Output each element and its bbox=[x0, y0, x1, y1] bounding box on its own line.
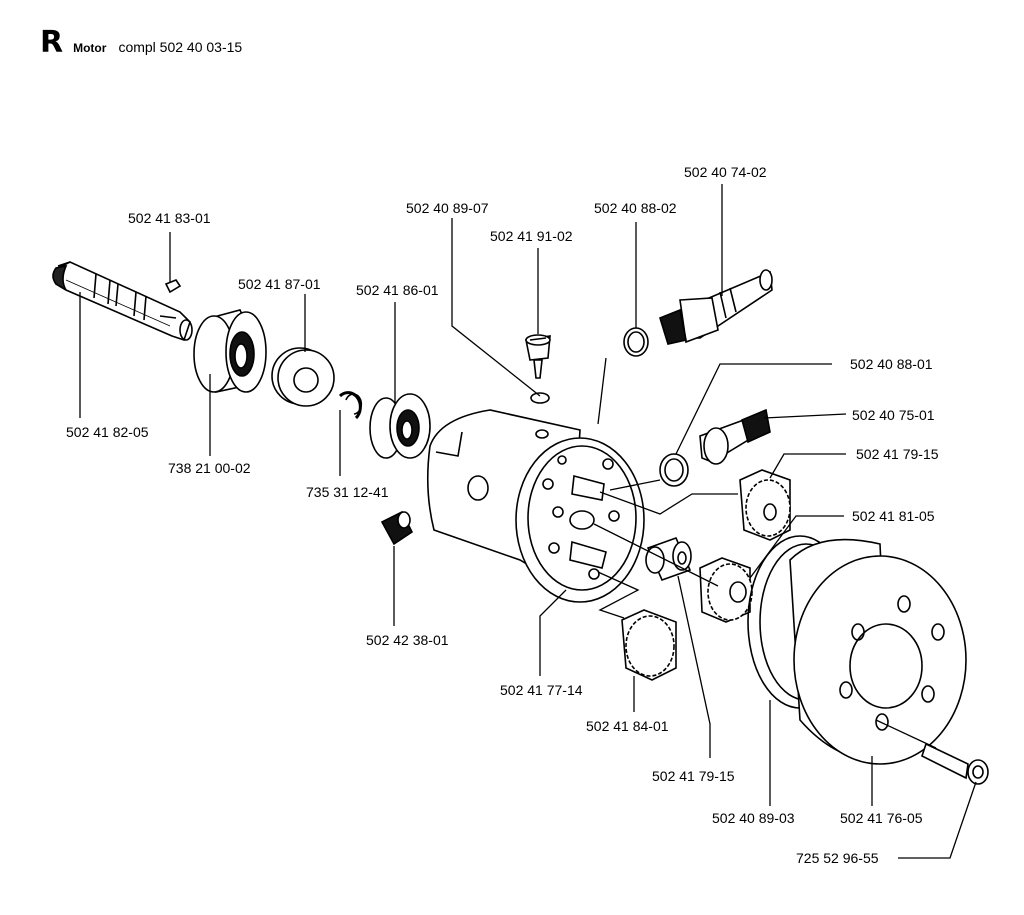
bolt-drawing bbox=[921, 742, 989, 785]
section-letter: R bbox=[40, 25, 64, 60]
part-label-set-screw: 502 42 38-01 bbox=[366, 632, 449, 648]
leader-nipple-short bbox=[763, 413, 847, 419]
part-label-cover: 502 41 76-05 bbox=[840, 810, 923, 826]
part-label-oring-top: 502 40 88-02 bbox=[594, 200, 677, 216]
leader-gear-upper-1 bbox=[599, 491, 738, 515]
oring-top-drawing bbox=[623, 327, 649, 357]
nipple-long-drawing bbox=[659, 269, 773, 345]
part-label-gasket: 502 40 89-03 bbox=[712, 810, 795, 826]
part-label-housing: 502 41 77-14 bbox=[500, 682, 583, 698]
part-label-bearing-large: 738 21 00-02 bbox=[168, 460, 251, 476]
washer-drawing bbox=[271, 347, 335, 407]
part-label-bearing-small: 502 41 86-01 bbox=[356, 282, 439, 298]
leader-housing-tab bbox=[597, 357, 607, 425]
part-label-washer: 502 41 87-01 bbox=[238, 276, 321, 292]
leader-gear-middle-2 bbox=[593, 523, 719, 587]
part-label-gear-lower: 502 41 84-01 bbox=[586, 718, 669, 734]
part-label-shaft: 502 41 82-05 bbox=[66, 424, 149, 440]
plug-screw-drawing bbox=[525, 334, 551, 379]
oring-small-drawing bbox=[530, 392, 550, 404]
leader-bushing bbox=[677, 575, 711, 758]
circlip-drawing bbox=[338, 391, 363, 420]
leader-bolt bbox=[898, 781, 977, 859]
cover-drawing bbox=[789, 538, 967, 765]
leader-lines bbox=[79, 184, 977, 859]
assembly-number: compl 502 40 03-15 bbox=[118, 39, 243, 55]
housing-drawing bbox=[426, 409, 645, 603]
part-label-gear-middle: 502 41 81-05 bbox=[852, 508, 935, 524]
leader-cover-bolt bbox=[875, 719, 937, 749]
part-label-gear-upper-right: 502 41 79-15 bbox=[856, 446, 939, 462]
bearing-large-drawing bbox=[193, 309, 267, 393]
gear-lower-drawing bbox=[621, 609, 677, 681]
leader-oring-small bbox=[451, 218, 541, 397]
oring-right-drawing bbox=[659, 453, 689, 487]
set-screw-drawing bbox=[380, 510, 414, 546]
leader-gear-upper-right bbox=[769, 453, 846, 479]
leader-oring-right bbox=[675, 363, 832, 455]
page-title: Motor bbox=[73, 41, 107, 55]
part-label-oring-small: 502 40 89-07 bbox=[406, 200, 489, 216]
part-label-bolt: 725 52 96-55 bbox=[796, 850, 879, 866]
gear-upper-right-drawing bbox=[739, 469, 791, 541]
key-drawing bbox=[164, 279, 182, 294]
page-header: R Motor compl 502 40 03-15 bbox=[40, 28, 242, 58]
shaft-drawing bbox=[52, 261, 193, 342]
leader-oring-right-2 bbox=[609, 479, 661, 491]
part-label-nipple-long: 502 40 74-02 bbox=[684, 164, 767, 180]
part-label-bushing: 502 41 79-15 bbox=[652, 768, 735, 784]
part-label-oring-right: 502 40 88-01 bbox=[850, 356, 933, 372]
nipple-short-drawing bbox=[699, 408, 771, 465]
bushing-drawing bbox=[645, 536, 692, 582]
leader-gear-middle bbox=[749, 515, 844, 579]
part-label-shaft-key: 502 41 83-01 bbox=[128, 210, 211, 226]
part-label-nipple-short: 502 40 75-01 bbox=[852, 407, 935, 423]
gear-middle-drawing bbox=[699, 557, 753, 623]
leader-gear-lower-2 bbox=[597, 571, 640, 619]
part-label-plug-screw: 502 41 91-02 bbox=[490, 228, 573, 244]
bearing-small-drawing bbox=[369, 393, 431, 459]
leader-housing bbox=[539, 589, 567, 676]
part-label-circlip: 735 31 12-41 bbox=[306, 484, 389, 500]
